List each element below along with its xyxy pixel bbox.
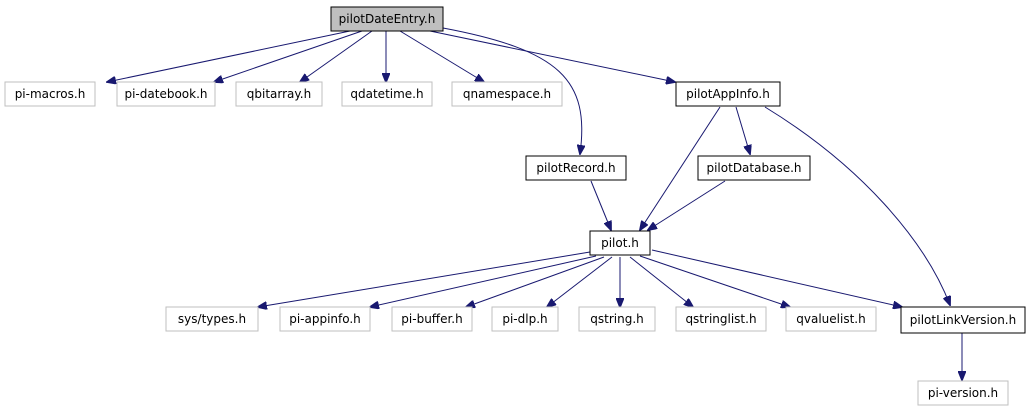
edge-pilotDateEntry-pi-macros — [107, 30, 351, 82]
edge-pilotAppInfo-pilotLinkVersion — [764, 106, 950, 305]
node-pilotLinkVersion[interactable]: pilotLinkVersion.h — [900, 306, 1026, 334]
node-label: pi-dlp.h — [502, 312, 547, 326]
node-label: pi-datebook.h — [124, 87, 207, 101]
node-qstringlist: qstringlist.h — [675, 306, 767, 332]
node-pi-macros: pi-macros.h — [4, 81, 96, 107]
node-label: pilotLinkVersion.h — [910, 313, 1016, 327]
node-label: qbitarray.h — [247, 87, 311, 101]
edge-pilot-pilotLinkVersion — [651, 249, 902, 307]
edge-pilot-qstringlist — [629, 256, 693, 307]
node-pi-dlp: pi-dlp.h — [491, 306, 559, 332]
node-label: pilotDateEntry.h — [339, 12, 436, 26]
edge-pilot-sys-types — [258, 251, 591, 307]
node-qvaluelist: qvaluelist.h — [785, 306, 877, 332]
node-label: pilotDatabase.h — [706, 161, 801, 175]
node-label: qstring.h — [590, 312, 643, 326]
edge-pilotDateEntry-qbitarray — [300, 30, 373, 82]
node-label: pilotAppInfo.h — [686, 87, 770, 101]
node-sys-types: sys/types.h — [165, 306, 259, 332]
edge-pilotDateEntry-pilotRecord — [442, 27, 582, 154]
edge-pilot-pi-buffer — [466, 256, 605, 307]
node-label: qdatetime.h — [350, 87, 423, 101]
edge-pilotRecord-pilot — [590, 180, 611, 230]
node-pilotDateEntry[interactable]: pilotDateEntry.h — [330, 6, 444, 32]
node-pilotDatabase[interactable]: pilotDatabase.h — [697, 155, 811, 181]
node-pi-version: pi-version.h — [917, 380, 1009, 406]
edge-pilot-qvaluelist — [639, 255, 790, 307]
node-label: pilot.h — [601, 236, 639, 250]
node-label: qstringlist.h — [685, 312, 756, 326]
node-pilotAppInfo[interactable]: pilotAppInfo.h — [675, 81, 781, 107]
node-label: qvaluelist.h — [796, 312, 865, 326]
node-label: pi-macros.h — [15, 87, 86, 101]
node-pi-appinfo: pi-appinfo.h — [279, 306, 371, 332]
node-label: pi-buffer.h — [401, 312, 462, 326]
node-qstring: qstring.h — [578, 306, 656, 332]
node-pilot[interactable]: pilot.h — [589, 230, 651, 256]
edge-pilotAppInfo-pilotDatabase — [735, 106, 750, 154]
edge-pilotDateEntry-qnamespace — [399, 30, 484, 82]
node-qnamespace: qnamespace.h — [451, 81, 563, 107]
edge-pilotDatabase-pilot — [648, 180, 726, 230]
node-label: pi-version.h — [928, 386, 998, 400]
edge-pilotDateEntry-pi-datebook — [214, 30, 363, 82]
node-pi-datebook: pi-datebook.h — [116, 81, 216, 107]
edge-pilot-pi-dlp — [547, 256, 613, 307]
node-qbitarray: qbitarray.h — [235, 81, 323, 107]
node-label: qnamespace.h — [463, 87, 551, 101]
node-pilotRecord[interactable]: pilotRecord.h — [525, 155, 627, 181]
edge-pilotAppInfo-pilot — [640, 106, 721, 230]
node-label: pilotRecord.h — [536, 161, 615, 175]
node-label: pi-appinfo.h — [289, 312, 361, 326]
edge-pilotDateEntry-pilotAppInfo — [429, 30, 675, 82]
edge-pilot-pi-appinfo — [370, 255, 597, 307]
node-qdatetime: qdatetime.h — [341, 81, 433, 107]
node-pi-buffer: pi-buffer.h — [391, 306, 473, 332]
node-label: sys/types.h — [178, 312, 246, 326]
